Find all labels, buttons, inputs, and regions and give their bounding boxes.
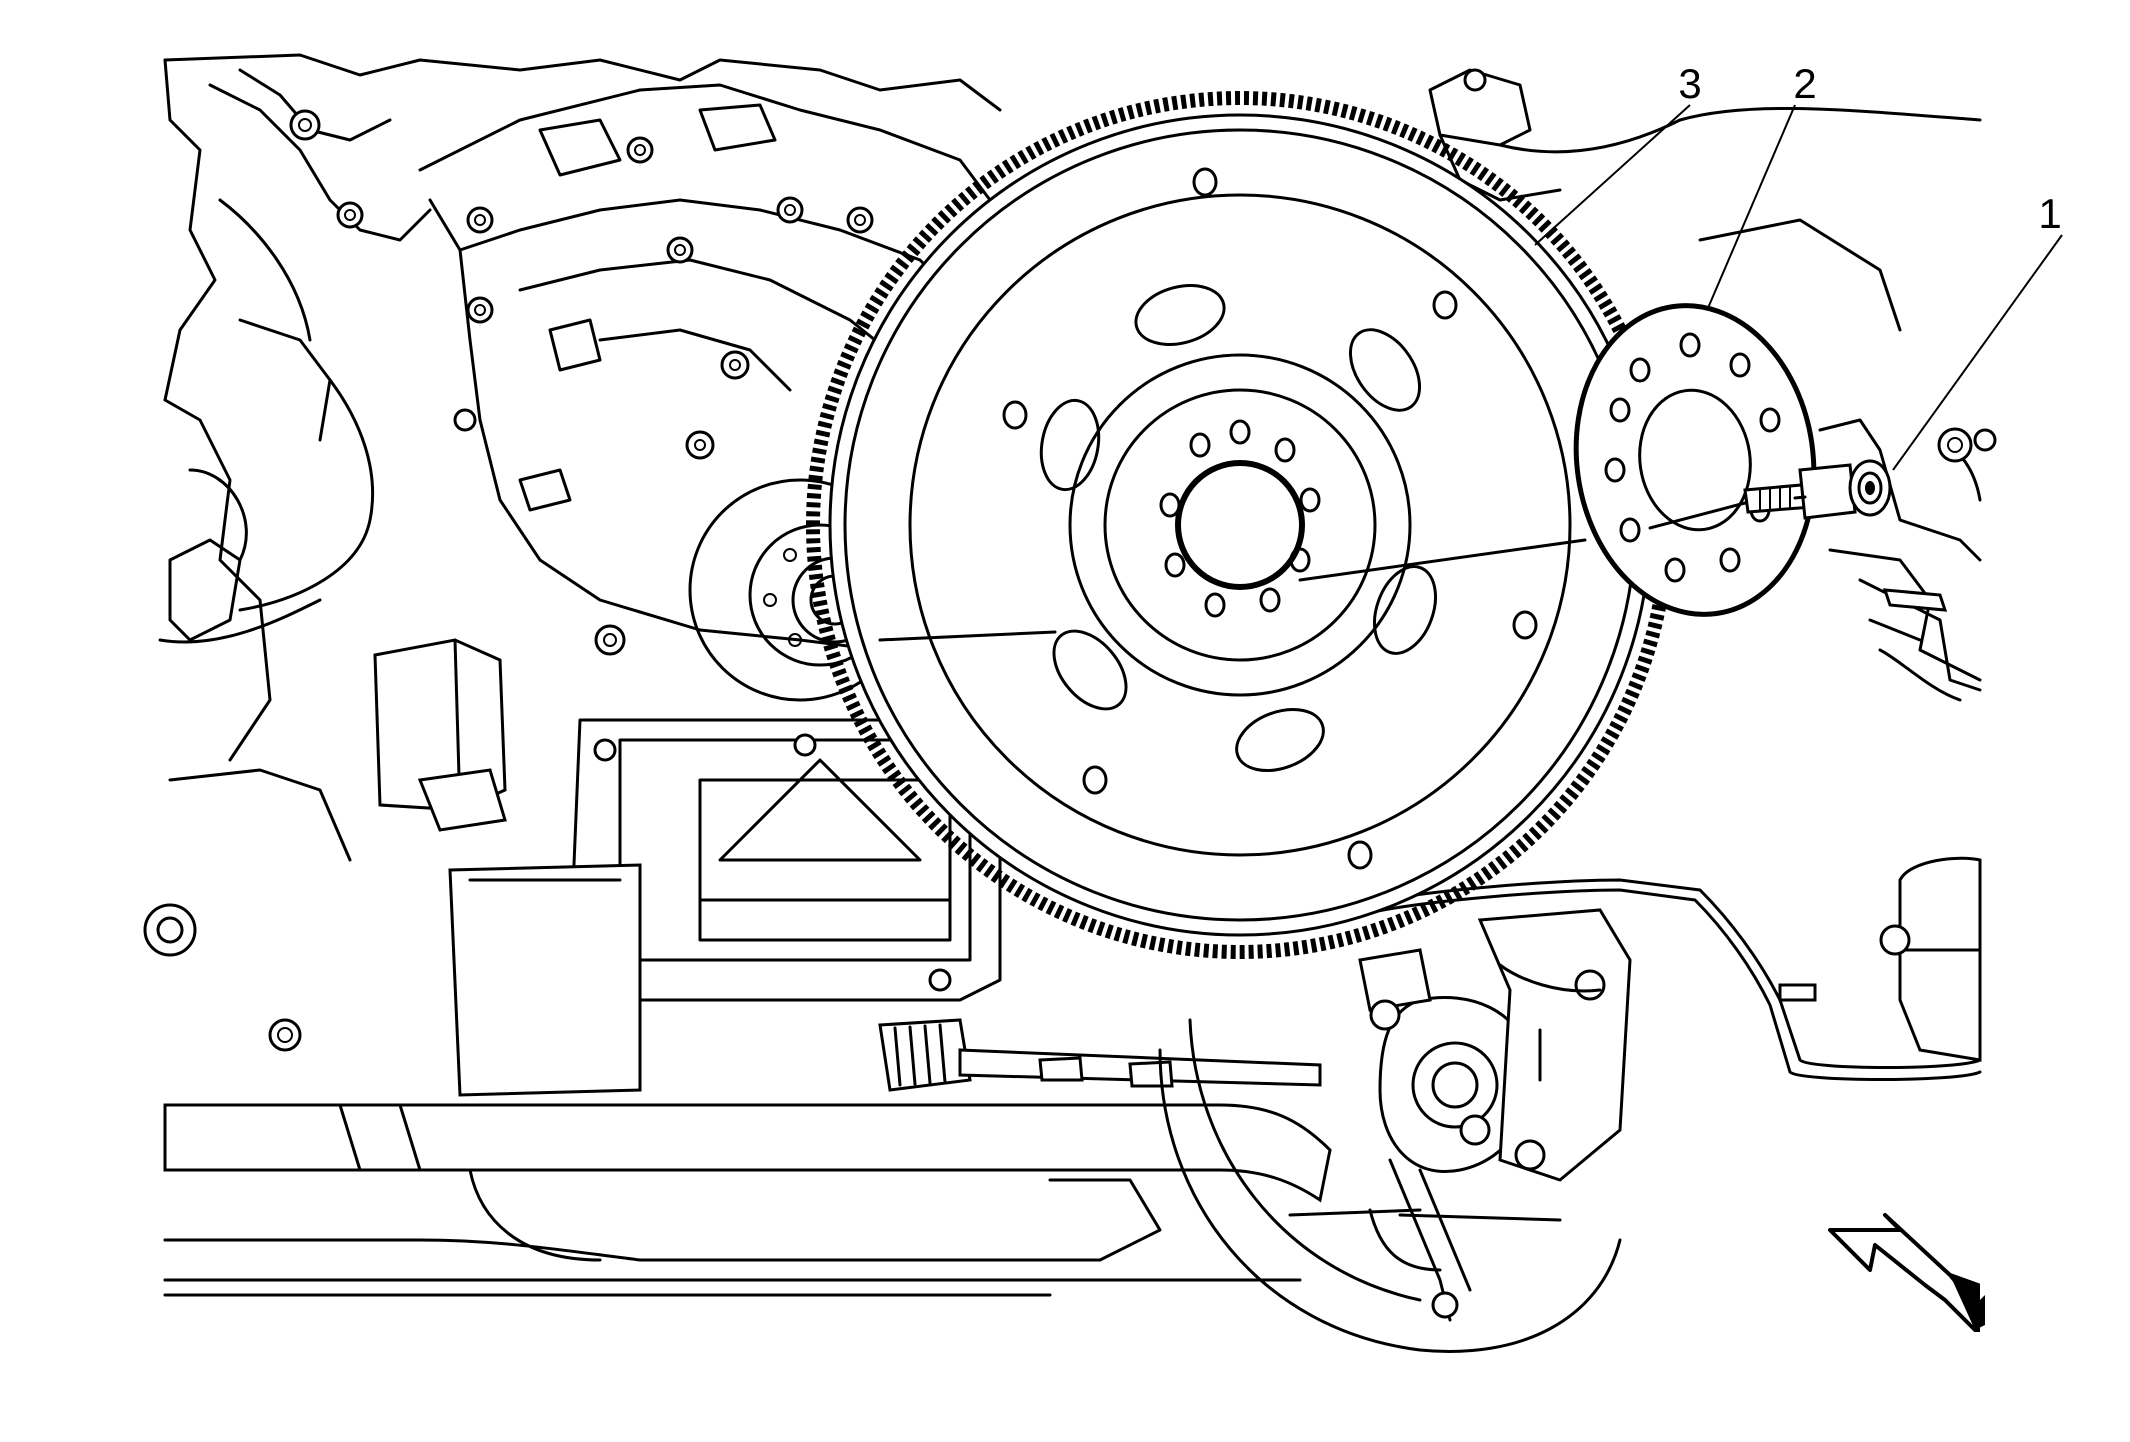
right-side-components: [1428, 68, 1997, 1062]
engine-block: [143, 53, 1002, 1052]
callout-2: 2: [1793, 60, 1816, 107]
flywheel-bolt: [1743, 459, 1892, 520]
axle-shaft: [878, 1018, 1322, 1092]
leader-lines: [1534, 104, 2063, 471]
sensor-module: [373, 638, 642, 1097]
alignment-line: [878, 495, 1807, 642]
callout-1: 1: [2038, 190, 2061, 237]
brake-assembly: [1158, 908, 1632, 1353]
callouts: 1 2 3: [1678, 60, 2061, 237]
callout-3: 3: [1678, 60, 1701, 107]
view-arrow-icon: [1828, 1213, 1985, 1332]
stabilizer-bar: [163, 1103, 1332, 1297]
flywheel: [806, 91, 1674, 959]
